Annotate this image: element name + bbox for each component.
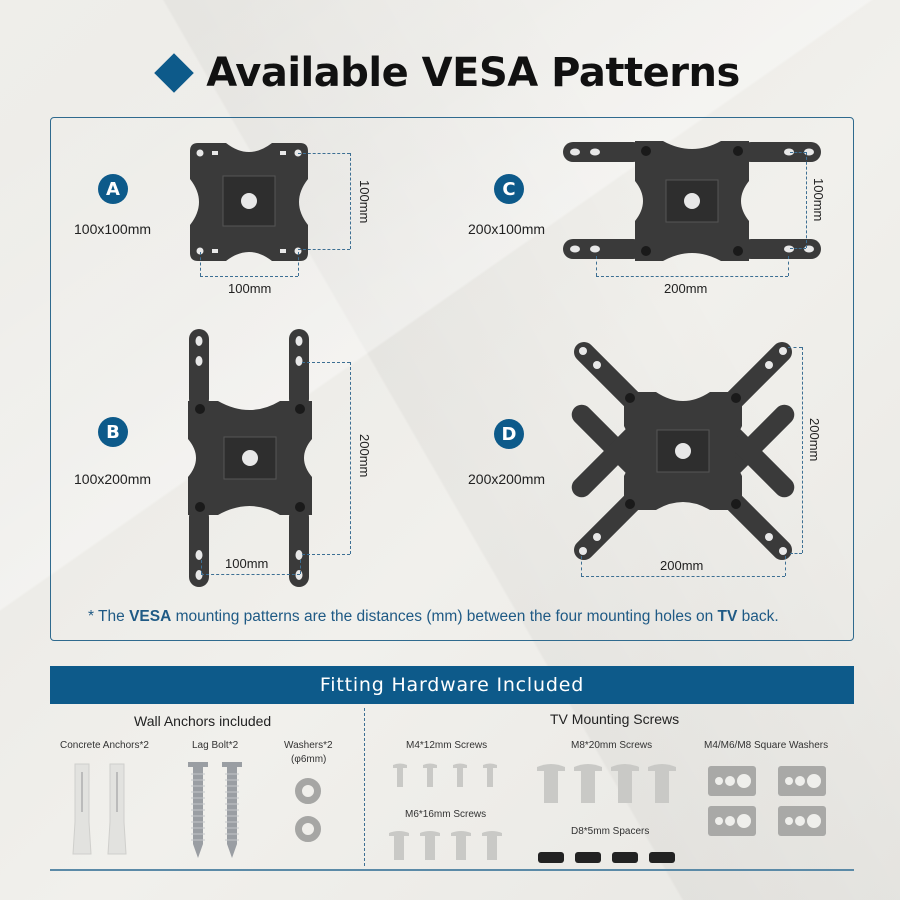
pattern-d-height: 200mm xyxy=(807,418,822,462)
square-washers-label: M4/M6/M8 Square Washers xyxy=(704,740,829,751)
pattern-c-size: 200x100mm xyxy=(468,221,546,237)
dim-line xyxy=(788,256,789,276)
dim-line xyxy=(790,152,806,153)
dim-line xyxy=(596,276,788,277)
m6-screws-label: M6*16mm Screws xyxy=(405,809,487,820)
dim-line xyxy=(788,347,802,348)
hardware-header: Fitting Hardware Included xyxy=(50,666,854,704)
m6-screw-icon xyxy=(389,831,502,860)
dim-line xyxy=(298,153,350,154)
wall-anchors-title: Wall Anchors included xyxy=(134,713,272,729)
pattern-a-height: 100mm xyxy=(357,180,372,224)
dim-line xyxy=(298,252,299,276)
concrete-anchor-icon xyxy=(72,763,127,855)
pattern-d-width: 200mm xyxy=(660,558,704,573)
m4-screws-label: M4*12mm Screws xyxy=(406,740,488,751)
pattern-b-size: 100x200mm xyxy=(74,471,152,487)
pattern-c-height: 100mm xyxy=(811,178,826,222)
hardware-panel: Fitting Hardware Included Wall Anchors i… xyxy=(50,666,854,871)
vesa-patterns-panel xyxy=(50,117,854,641)
tv-screws-title: TV Mounting Screws xyxy=(550,711,680,727)
mount-plate-b-icon xyxy=(188,329,312,587)
page-title-text: Available VESA Patterns xyxy=(206,50,740,96)
lag-bolt-label: Lag Bolt*2 xyxy=(192,740,239,751)
washer-icon xyxy=(295,778,321,804)
dim-line xyxy=(302,362,350,363)
pattern-d-badge: D xyxy=(494,419,524,449)
section-divider xyxy=(364,708,365,866)
dim-line xyxy=(350,153,351,249)
pattern-c-badge: C xyxy=(494,174,524,204)
mount-plate-d-icon xyxy=(571,342,795,560)
dim-line xyxy=(300,560,301,574)
pattern-a-width: 100mm xyxy=(228,281,272,296)
pattern-a-badge: A xyxy=(98,174,128,204)
dim-line xyxy=(581,576,785,577)
pattern-c-width: 200mm xyxy=(664,281,708,296)
hardware-body: Wall Anchors included Concrete Anchors*2… xyxy=(50,704,854,871)
square-washer-icon xyxy=(708,766,826,836)
washers-size-label: (φ6mm) xyxy=(291,754,327,765)
dim-line xyxy=(200,276,298,277)
washers-label: Washers*2 xyxy=(284,740,333,751)
dim-line xyxy=(596,256,597,276)
dim-line xyxy=(802,347,803,553)
spacers-label: D8*5mm Spacers xyxy=(571,826,650,837)
pattern-a-size: 100x100mm xyxy=(74,221,152,237)
pattern-b-badge: B xyxy=(98,417,128,447)
lag-bolt-icon xyxy=(188,762,242,858)
spacer-icon xyxy=(538,852,675,863)
dim-line xyxy=(302,554,350,555)
page-title: Available VESA Patterns xyxy=(0,45,900,101)
pattern-b-width: 100mm xyxy=(225,556,269,571)
m8-screw-icon xyxy=(537,764,676,803)
mount-plate-c-icon xyxy=(563,141,821,261)
pattern-b-height: 200mm xyxy=(357,434,372,478)
concrete-anchors-label: Concrete Anchors*2 xyxy=(60,740,149,751)
m4-screw-icon xyxy=(393,763,497,787)
dim-line xyxy=(200,252,201,276)
dim-line xyxy=(350,362,351,554)
m8-screws-label: M8*20mm Screws xyxy=(571,740,653,751)
washer-icon xyxy=(295,816,321,842)
pattern-d-size: 200x200mm xyxy=(468,471,546,487)
dim-line xyxy=(201,560,202,574)
dim-line xyxy=(790,553,802,554)
dim-line xyxy=(785,556,786,576)
vesa-note: * The VESA mounting patterns are the dis… xyxy=(88,608,779,625)
mount-plate-a-icon xyxy=(190,143,308,261)
dim-line xyxy=(790,248,806,249)
dim-line xyxy=(581,556,582,576)
diamond-icon xyxy=(154,53,195,93)
dim-line xyxy=(201,574,300,575)
dim-line xyxy=(806,152,807,248)
dim-line xyxy=(298,249,350,250)
